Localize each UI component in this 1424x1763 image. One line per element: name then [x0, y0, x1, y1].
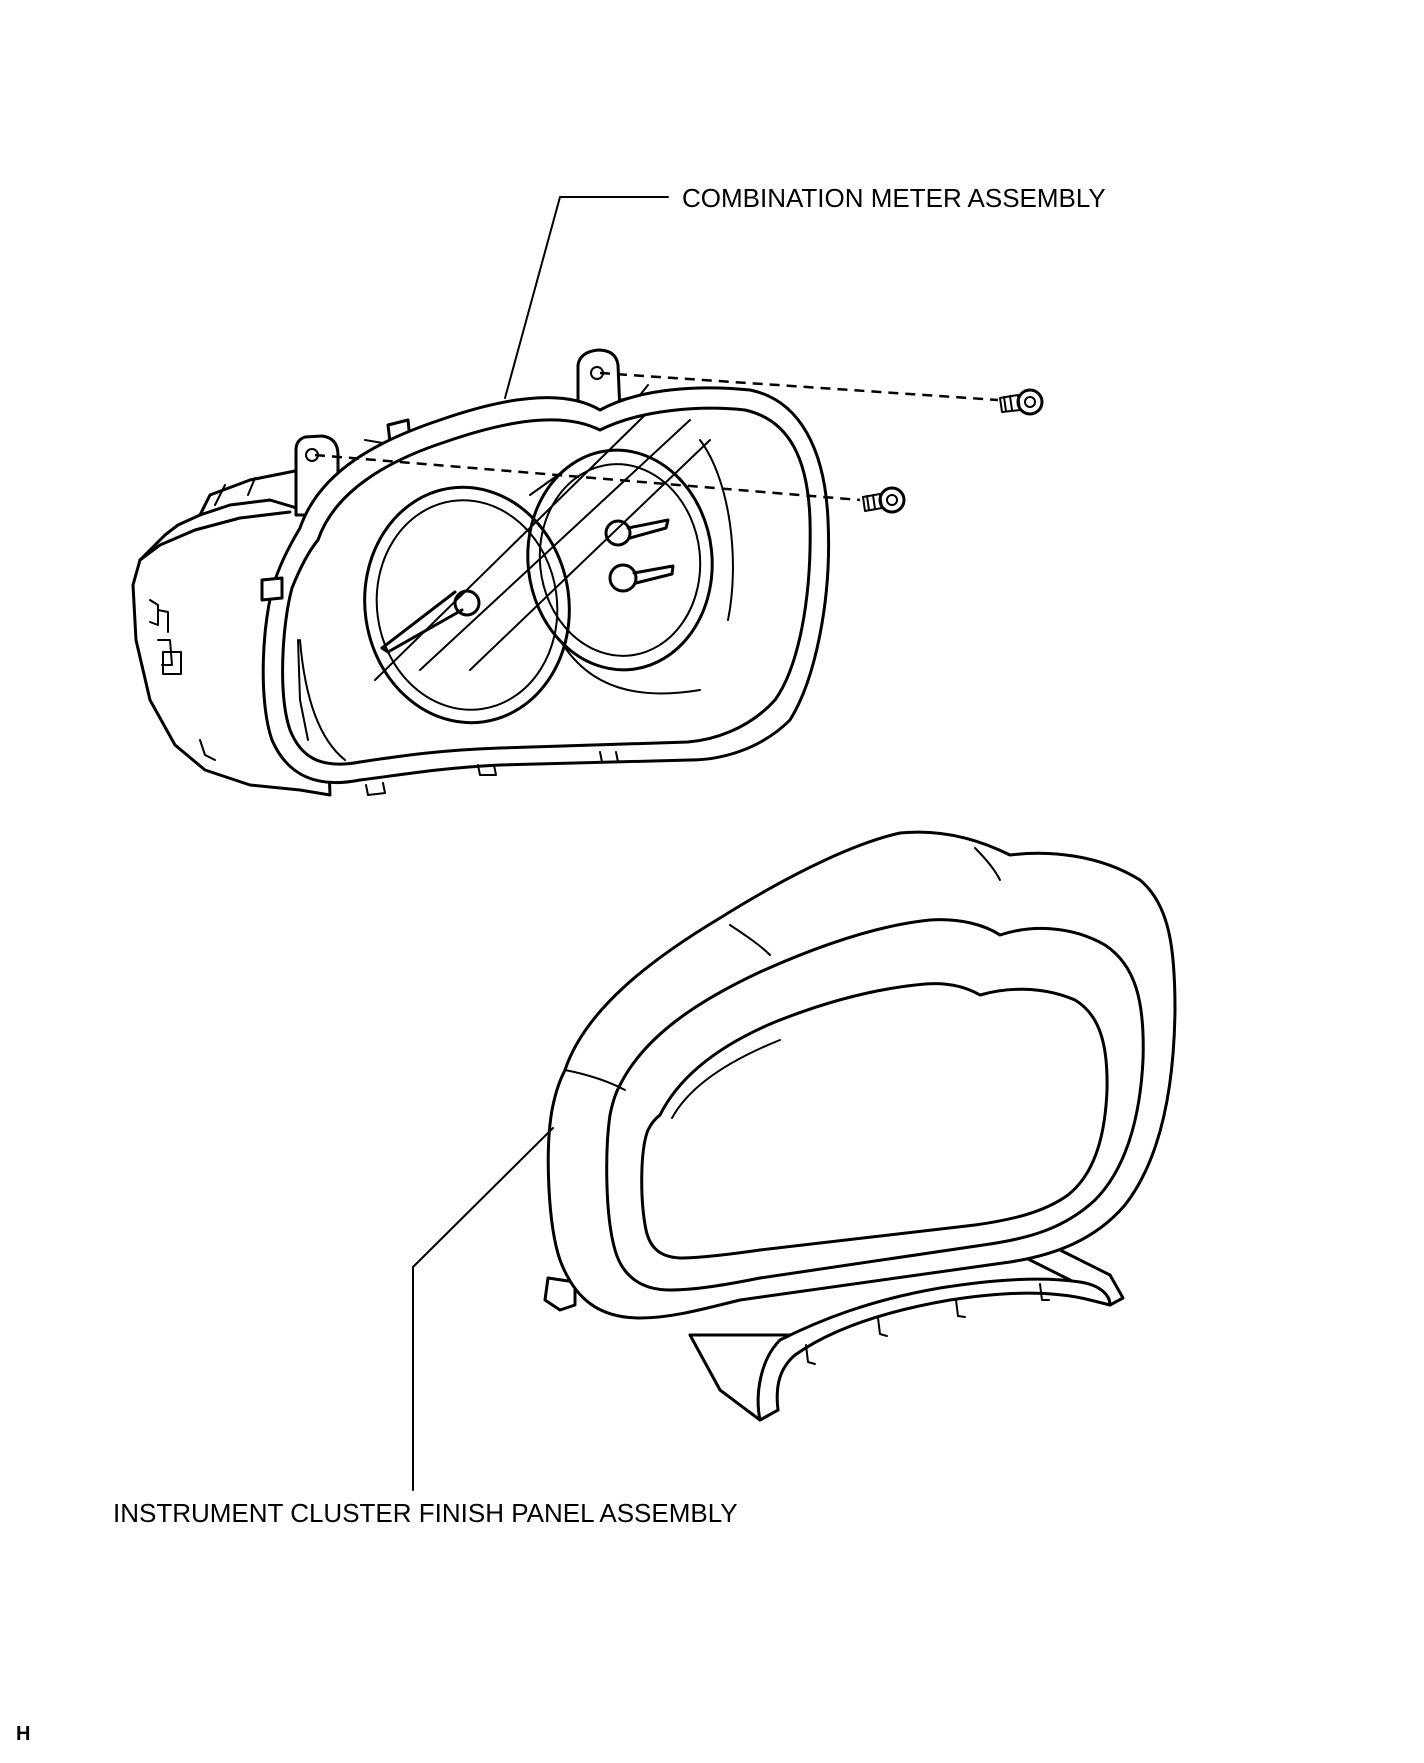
- alignment-line-lower: [314, 453, 861, 502]
- leader-combination-meter: [504, 196, 669, 399]
- screw-lower: [862, 486, 906, 514]
- figure-code-label: H: [16, 1723, 31, 1745]
- screw-upper: [999, 388, 1044, 416]
- alignment-line-upper: [599, 371, 999, 402]
- instrument-panel-label: INSTRUMENT CLUSTER FINISH PANEL ASSEMBLY: [113, 1498, 738, 1528]
- instrument-cluster-finish-panel: [543, 830, 1177, 1422]
- combination-meter-assembly: [131, 348, 831, 797]
- leader-instrument-panel: [412, 1127, 554, 1491]
- combination-meter-label: COMBINATION METER ASSEMBLY: [682, 183, 1106, 213]
